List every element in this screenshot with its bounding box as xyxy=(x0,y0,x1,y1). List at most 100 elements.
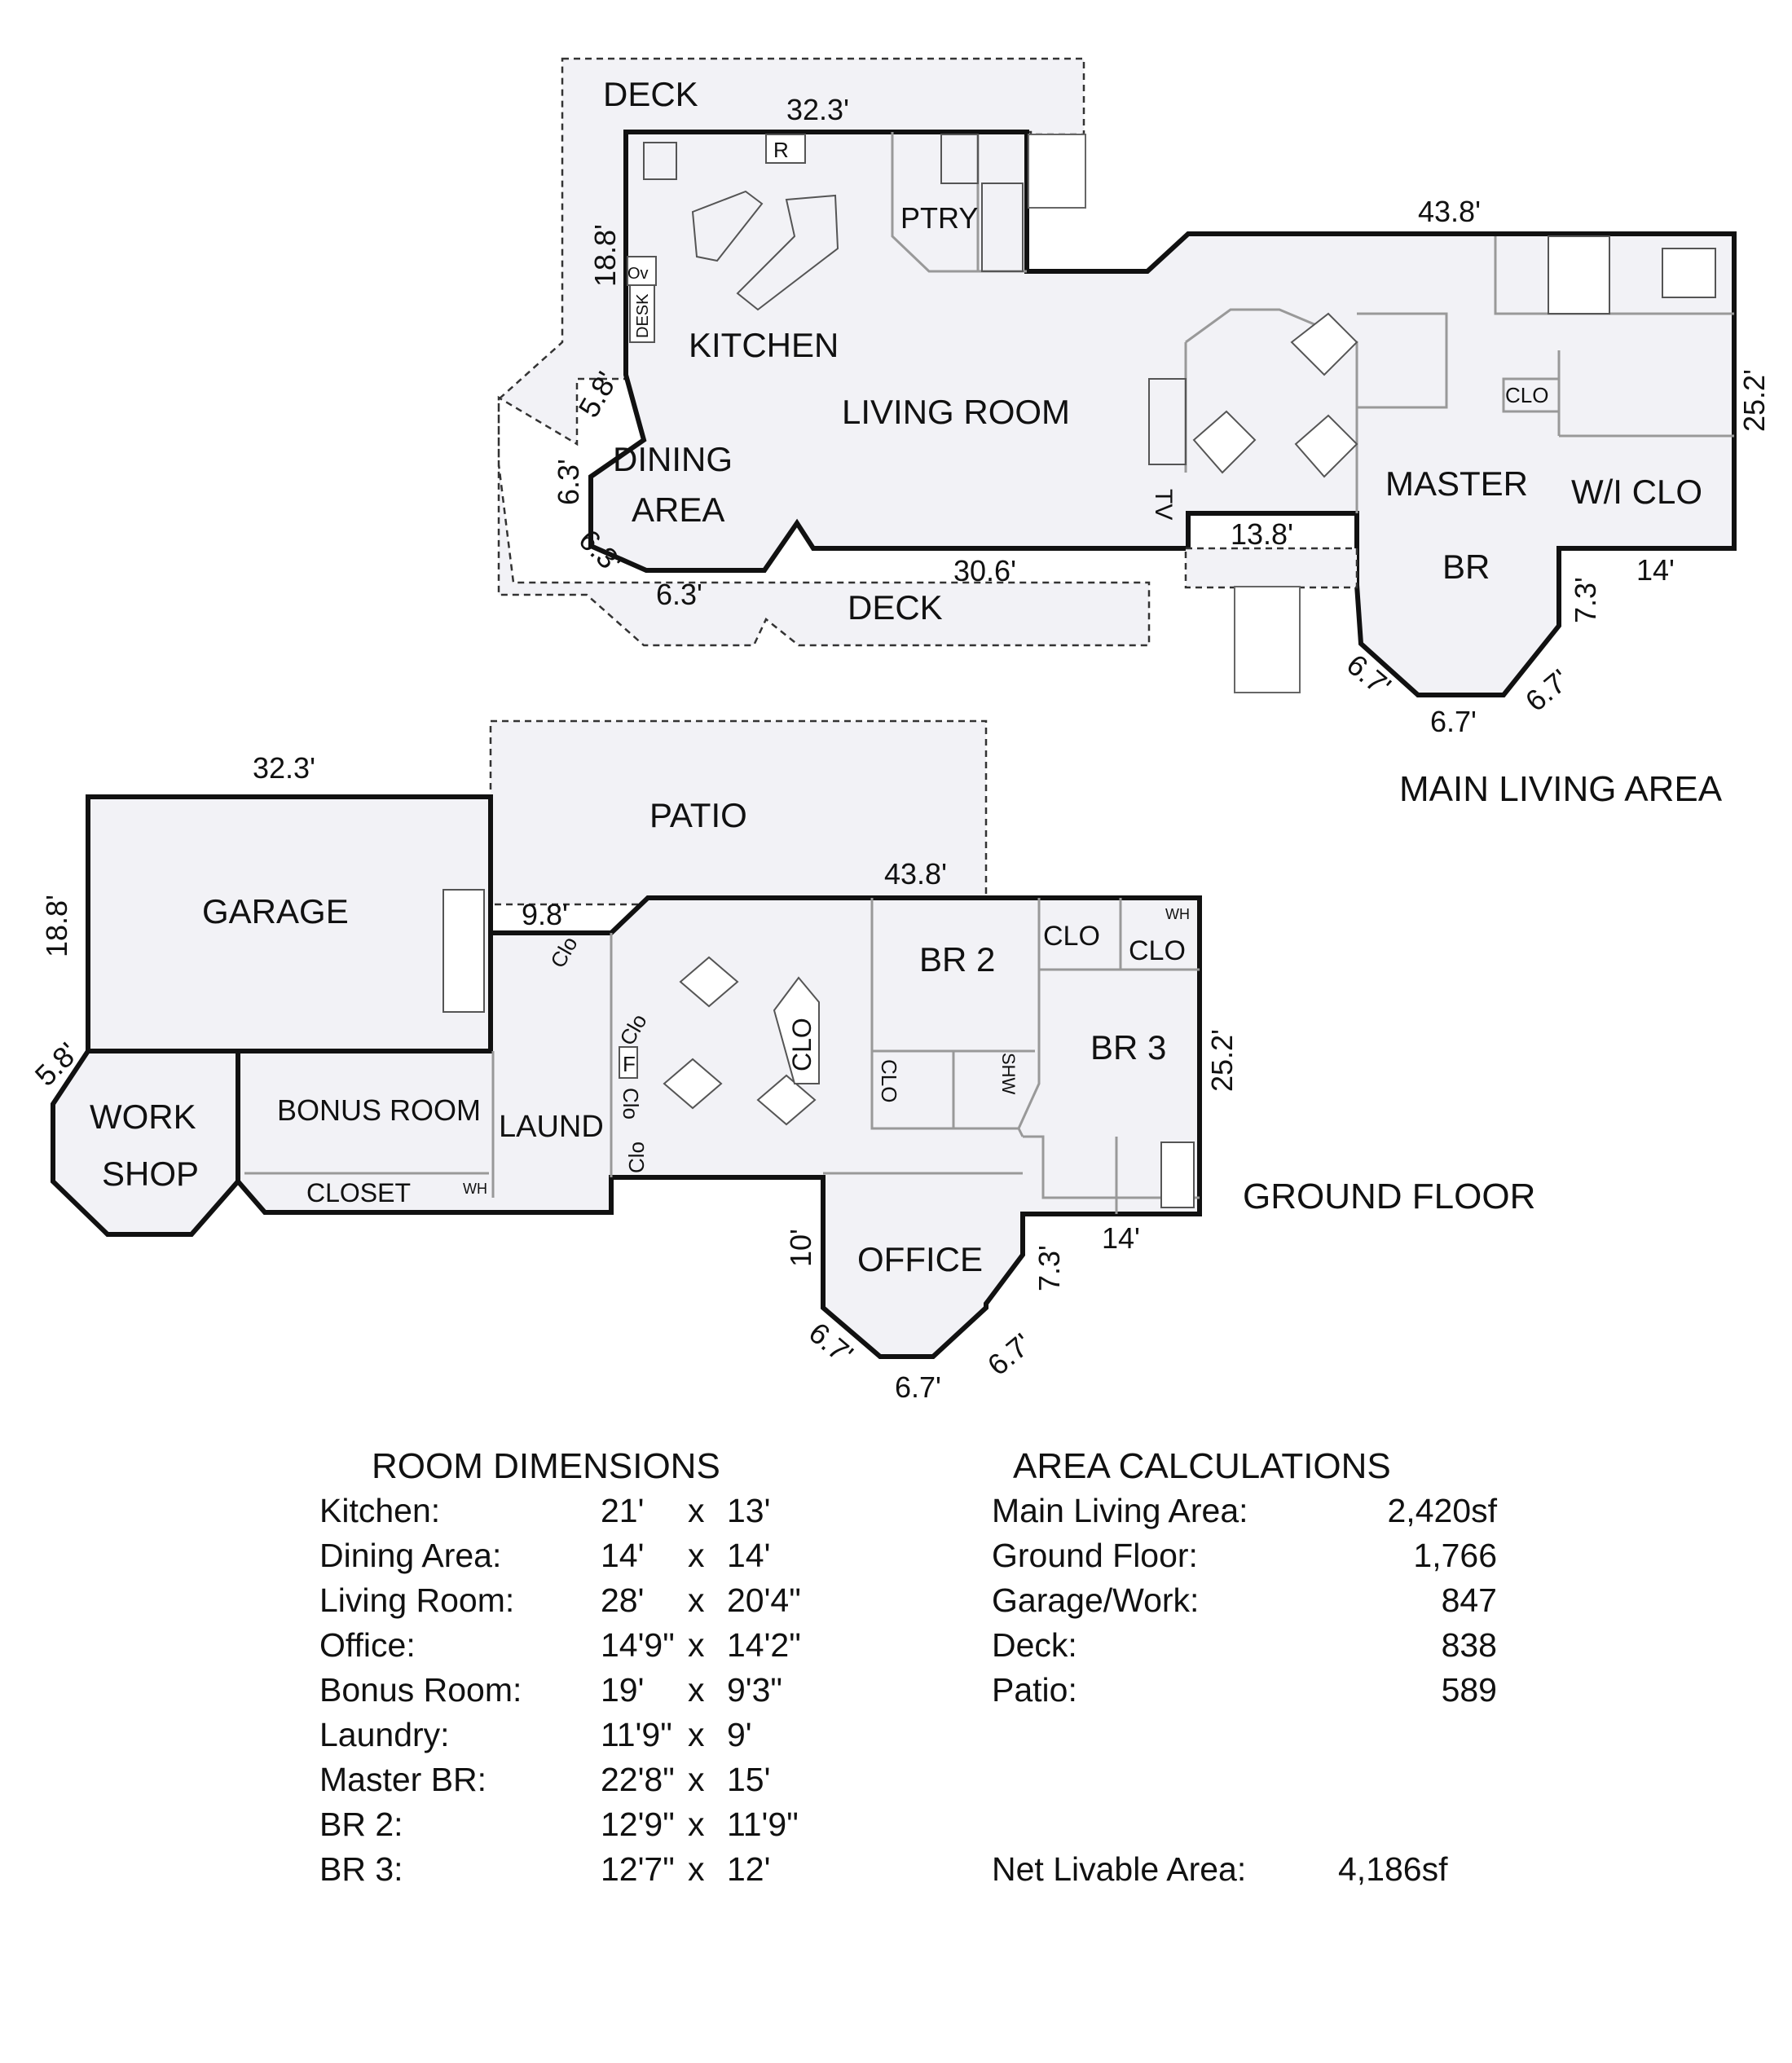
dim-main-left: 18.8' xyxy=(588,224,622,287)
dim-ground-73: 7.3' xyxy=(1032,1245,1066,1291)
ground-floor-title: GROUND FLOOR xyxy=(1243,1177,1535,1216)
net-livable-row: Net Livable Area: 4,186sf xyxy=(992,1847,1497,1892)
clo-label-3: CLO xyxy=(1129,935,1186,966)
area-name: Deck: xyxy=(992,1626,1077,1664)
room-dimension-row: BR 3: 12'7" x 12' xyxy=(319,1847,841,1892)
deck-top-outline xyxy=(497,57,1151,647)
dim-main-63c: 6.3' xyxy=(656,578,702,611)
area-calculation-row: Garage/Work: 847 xyxy=(992,1578,1497,1623)
area-name: Garage/Work: xyxy=(992,1581,1200,1619)
dim-main-73: 7.3' xyxy=(1569,577,1602,623)
closet-label: CLOSET xyxy=(306,1178,411,1207)
room-dimension-times: x xyxy=(688,1850,705,1888)
area-calculations-table: AREA CALCULATIONS Main Living Area:2,420… xyxy=(992,1444,1497,1892)
room-dimension-length: 13' xyxy=(727,1492,771,1529)
room-dimension-name: BR 2: xyxy=(319,1806,403,1843)
main-stairs xyxy=(1028,134,1301,693)
room-dimension-name: BR 3: xyxy=(319,1850,403,1888)
room-dimension-length: 12' xyxy=(727,1850,771,1888)
room-dimension-name: Dining Area: xyxy=(319,1537,502,1574)
area-value: 838 xyxy=(1441,1626,1497,1664)
area-value: 847 xyxy=(1441,1581,1497,1619)
area-calculation-row: Main Living Area: 2,420sf xyxy=(992,1489,1497,1533)
wh-label-2: WH xyxy=(1165,906,1190,922)
ground-interior-walls xyxy=(244,898,1200,1214)
room-dimension-width: 12'7" xyxy=(601,1850,675,1888)
garage-label: GARAGE xyxy=(202,892,349,930)
dim-ground-14: 14' xyxy=(1102,1221,1140,1255)
dim-main-63a: 6.3' xyxy=(552,459,585,505)
dim-main-right-top: 43.8' xyxy=(1418,195,1481,228)
room-dimension-width: 28' xyxy=(601,1581,645,1619)
area-name: Main Living Area: xyxy=(992,1492,1248,1529)
main-living-area-title: MAIN LIVING AREA xyxy=(1399,769,1723,809)
room-dimension-times: x xyxy=(688,1806,705,1843)
area-value: 589 xyxy=(1441,1671,1497,1709)
clo-label: CLO xyxy=(1505,383,1548,407)
room-dimension-width: 11'9" xyxy=(601,1716,672,1753)
room-dimension-times: x xyxy=(688,1761,705,1798)
ptry-label: PTRY xyxy=(900,201,978,235)
dim-main-bottom: 30.6' xyxy=(953,554,1016,587)
room-dimension-name: Kitchen: xyxy=(319,1492,441,1529)
area-value: 2,420sf xyxy=(1387,1492,1498,1529)
patio-label: PATIO xyxy=(649,796,747,834)
dim-main-67c: 6.7' xyxy=(1519,662,1576,718)
work-label-1: WORK xyxy=(90,1097,196,1136)
room-dimension-name: Laundry: xyxy=(319,1716,450,1753)
ground-fixtures xyxy=(442,889,1195,1208)
room-dimension-times: x xyxy=(688,1492,705,1529)
room-dimension-name: Living Room: xyxy=(319,1581,515,1619)
room-dimension-times: x xyxy=(688,1716,705,1753)
range-label: R xyxy=(773,138,789,162)
dining-label-1: DINING xyxy=(613,440,733,478)
clo-label-2: CLO xyxy=(1043,921,1100,952)
laund-label: LAUND xyxy=(499,1110,604,1144)
deck-bottom-label: DECK xyxy=(848,588,943,627)
floor-plan-drawing: DECK 32.3' R PTRY Ov DESK KITCHEN LIVING… xyxy=(29,57,1771,1404)
room-dimension-length: 14'2" xyxy=(727,1626,801,1664)
area-name: Ground Floor: xyxy=(992,1537,1198,1574)
dim-ground-98: 9.8' xyxy=(522,898,568,931)
shw-label: SHW xyxy=(998,1053,1019,1095)
oven-label: Ov xyxy=(627,265,649,283)
work-label-2: SHOP xyxy=(102,1155,199,1193)
kitchen-label: KITCHEN xyxy=(689,326,839,364)
clo-small-3: Clo xyxy=(619,1088,643,1119)
wh-label-1: WH xyxy=(463,1181,487,1197)
skylights xyxy=(1192,235,1716,478)
ground-floor-outline xyxy=(236,895,1202,1359)
clo-label-vert-2: CLO xyxy=(877,1059,901,1102)
room-dimension-times: x xyxy=(688,1671,705,1709)
master-label-1: MASTER xyxy=(1385,464,1528,503)
room-dimension-name: Master BR: xyxy=(319,1761,487,1798)
dim-main-14: 14' xyxy=(1636,553,1675,587)
room-dimension-length: 15' xyxy=(727,1761,771,1798)
dining-label-2: AREA xyxy=(632,490,724,529)
room-dimension-row: BR 2: 12'9" x 11'9" xyxy=(319,1802,841,1847)
patio-outline xyxy=(489,719,988,906)
clo-label-vert-1: CLO xyxy=(787,1018,817,1071)
room-dimension-width: 21' xyxy=(601,1492,645,1529)
br2-label: BR 2 xyxy=(919,940,995,979)
room-dimension-length: 14' xyxy=(727,1537,771,1574)
room-dimension-times: x xyxy=(688,1581,705,1619)
room-dimension-width: 22'8" xyxy=(601,1761,675,1798)
room-dimension-times: x xyxy=(688,1626,705,1664)
room-dimension-length: 11'9" xyxy=(727,1806,799,1843)
area-calculation-row: Ground Floor:1,766 xyxy=(992,1533,1497,1578)
dim-main-top: 32.3' xyxy=(786,93,849,126)
room-dimension-width: 12'9" xyxy=(601,1806,675,1843)
room-dimension-width: 14' xyxy=(601,1537,645,1574)
dim-ground-left: 18.8' xyxy=(40,895,73,957)
room-dimension-row: Master BR: 22'8" x 15' xyxy=(319,1757,841,1802)
f-label: F xyxy=(623,1052,636,1076)
dim-ground-438: 43.8' xyxy=(884,857,947,891)
dim-ground-top: 32.3' xyxy=(253,751,315,785)
bonus-room-label: BONUS ROOM xyxy=(277,1093,481,1127)
